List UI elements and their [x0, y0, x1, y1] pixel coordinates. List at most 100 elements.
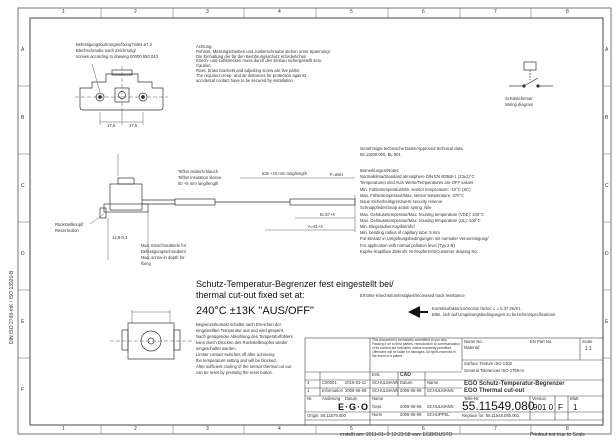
grid-top-3: 3: [206, 9, 209, 15]
grid-right-a: A: [605, 47, 609, 53]
rev-row-2-name: SCHULMANN: [372, 388, 399, 393]
origin-label: Origin: 55.11579.000: [307, 413, 346, 418]
screw-depth-1: Max. Einschraubtiefe für: [141, 243, 187, 248]
surface-texture: Surface Texture ISO 1302: [464, 361, 513, 366]
remark-line: Min. bending radius of capillary tube: 5…: [360, 230, 440, 236]
grid-bottom-4: 4: [278, 426, 281, 432]
warning-block: Begrenzerkontakt schaltet nach Erreichen…: [196, 322, 293, 376]
name-col-label: Name: [427, 380, 439, 385]
remark-line: Issue Sicherheitsgrenzwert/ security res…: [360, 199, 443, 205]
top-view-part: [75, 63, 168, 125]
warning-line: Nach genügender Abkühlung des Temperatur…: [196, 333, 293, 339]
creep-label: Erhöhte Kriechstromfestigkeit/Increased …: [360, 293, 465, 298]
grid-left-f: F: [21, 387, 25, 393]
correction-note: Bitte, sich auf Umgebungsbedingungen zu …: [432, 312, 556, 317]
approval-line-1: Genehmigte technische Daten/Approved tec…: [360, 146, 464, 151]
check-label: Gepr.: [372, 404, 383, 409]
part-number: 55.11549.080: [462, 399, 535, 413]
rev-row-2-date: 2006-06-06: [345, 388, 367, 393]
scale-label: Scale: [582, 339, 593, 344]
remark-line: Min. Fühlertemperatur/Min. sensor temper…: [360, 186, 471, 192]
remark-line: Bemerkungen/Notes:: [360, 168, 400, 173]
grid-bottom-3: 3: [206, 426, 209, 432]
grid-right-c: C: [605, 183, 609, 189]
dim-right: 17,5: [129, 123, 138, 128]
scale-value: 1:1: [585, 346, 592, 352]
screw-depth-dim: 12,8-0,3: [112, 235, 128, 240]
caution-line: Kriech- und Luftstrecken muss durch den …: [196, 58, 323, 64]
tube-label-1: Teflon Isolierschlauch: [178, 169, 219, 174]
grid-top-8: 8: [566, 9, 569, 15]
remark-line: Temperaturen sind AUS Werte/Temperatures…: [360, 180, 474, 186]
fixing-holes-label: Befestigungsbohrungen/fixing holes ø7,2: [76, 42, 152, 47]
replace-label: Replace for: 55.11548.080.001: [462, 413, 520, 418]
grid-top-5: 5: [350, 9, 353, 15]
remark-line: Normalklima/Standard atmosphere DIN EN 6…: [360, 174, 475, 180]
part-number-label: Teile-Nr.: [464, 396, 480, 401]
fixing-holes-line2: Blechschraube nach Zeichnung/: [76, 48, 136, 53]
rev-row-1-name: SCHULMANN: [372, 380, 399, 385]
grid-top-1: 1: [62, 9, 65, 15]
warning-line: kann durch Drücken des Rückstellknopfes …: [196, 339, 288, 345]
grid-bottom-1: 1: [62, 426, 65, 432]
warning-line: Limiter contact switches off after achie…: [196, 351, 275, 357]
remark-line: Max. Gehäusetemperatur/Max. housing temp…: [360, 211, 484, 217]
name-no-label: Name No.: [464, 339, 483, 344]
sheet-label: Blatt: [570, 396, 579, 401]
check-name: SCHULMANN: [427, 404, 454, 409]
grid-left-e: E: [21, 319, 25, 325]
correction-arrow: [408, 306, 428, 318]
remark-line: Max. Fühlertemperatur/Max. sensor temper…: [360, 192, 465, 198]
sheet-value: 1: [573, 403, 578, 412]
grid-bottom-5: 5: [350, 426, 353, 432]
grid-bottom-2: 2: [134, 426, 137, 432]
ego-logo: E·G·O: [338, 402, 369, 412]
main-title-line-2: thermal cut-out fixed set at:: [196, 290, 305, 300]
rev-row-1-date: 2016-01-11: [345, 380, 367, 385]
dim-left: 17,5: [107, 123, 116, 128]
caution-line: Rohniet, Messingscheiben und Justierschr…: [196, 48, 330, 54]
footer-created: erstellt am: 2011-01- 2 12:23:58 von: EG…: [340, 432, 453, 438]
f-dimension: F=ø5H: [330, 172, 343, 177]
remark-line: Kupfer-/Kapillare Zinkrohr Ni-/Kupferroh…: [360, 248, 478, 254]
en-part-label: EN Part No.: [530, 339, 553, 344]
grid-top-2: 2: [134, 9, 137, 15]
std-name: SCHUPPEL: [427, 412, 450, 417]
grid-top-6: 6: [422, 9, 425, 15]
caution-line: accidental contact have to be secured by…: [196, 77, 295, 83]
caution-line: Caution:: [196, 63, 212, 69]
grid-right-e: E: [605, 319, 609, 325]
caution-block: Achtung: Rohniet, Messingscheiben und Ju…: [196, 44, 330, 84]
schematic-label-en: Wiring diagram: [505, 102, 534, 107]
remark-line: Min. Biegeradius Kapillarrohr/: [360, 223, 415, 229]
reset-label-en: Reset button: [55, 228, 79, 233]
grid-top-4: 4: [278, 9, 281, 15]
fixing-holes-line3: screws according to drawing 00000 550.04…: [76, 54, 158, 59]
date-col-label: Datum: [400, 380, 413, 385]
grid-left-b: B: [21, 115, 25, 121]
bottom-view-part: [110, 310, 195, 360]
drawn-name: SCHULMANN: [427, 388, 454, 393]
grid-bottom-6: 6: [422, 426, 425, 432]
warning-line: Begrenzerkontakt schaltet nach Erreichen…: [196, 322, 281, 327]
caution-line: Achtung:: [196, 44, 213, 49]
main-title-line-1: Schutz-Temperatur-Begrenzer fest eingest…: [196, 279, 394, 289]
grid-top-7: 7: [494, 9, 497, 15]
version-value: 901 0: [533, 403, 554, 412]
remark-line: For application with normal pollution le…: [360, 242, 455, 248]
remark-line: Für Einsatz in Umgebungsbedingungen mit …: [360, 236, 489, 242]
set-temperature: 240°C ±13K "AUS/OFF": [196, 305, 314, 317]
schematic-label: Schaltschema/: [505, 96, 533, 101]
a-dimension: A=91+4: [308, 224, 323, 229]
rev-header-change: Änderung: [322, 396, 341, 401]
general-tolerances: General Tolerances ISO 2768-m: [464, 368, 524, 373]
reset-label: Rückstellknopf/: [55, 222, 84, 227]
warning-line: eingeschaltet werden.: [196, 345, 237, 351]
caution-line: Rivet, brass brackets and adjusting scre…: [196, 68, 300, 74]
std-date: 2006-06-06: [400, 412, 422, 417]
warning-line: the temperature setting and will be bloc…: [196, 357, 277, 363]
screw-depth-2: Befestigungsschrauben/: [141, 249, 186, 254]
drawn-date: 2006-06-06: [400, 388, 422, 393]
material-label: Material:: [464, 345, 481, 350]
